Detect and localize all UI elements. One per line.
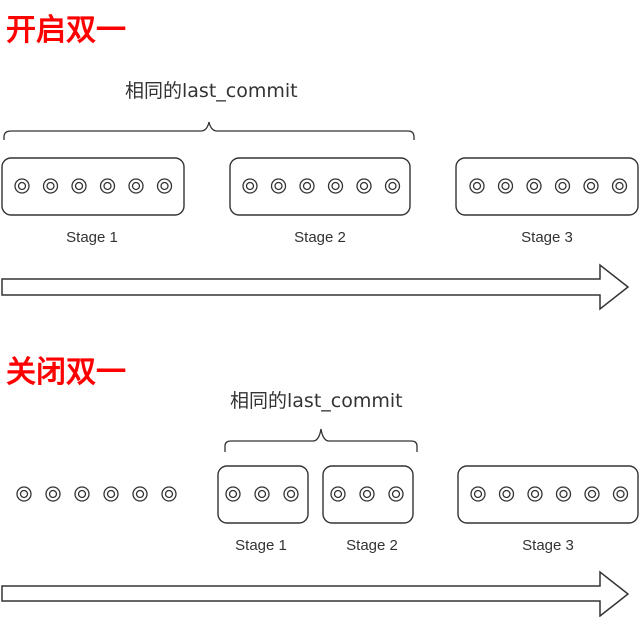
transaction-dot — [583, 178, 599, 194]
transaction-dot — [470, 486, 486, 502]
title-disable-double-one: 关闭双一 — [6, 355, 126, 390]
transaction-dot — [156, 178, 173, 194]
transaction-dot — [16, 486, 32, 502]
transaction-dot — [99, 178, 116, 194]
transaction-dot — [71, 178, 87, 194]
transaction-dot — [283, 486, 299, 502]
transaction-dot — [42, 178, 59, 194]
transaction-dot — [330, 486, 346, 502]
transaction-dot — [74, 486, 90, 502]
transaction-dot — [469, 178, 485, 194]
transaction-dot — [242, 178, 258, 194]
transaction-dot — [554, 178, 571, 194]
transaction-dot — [45, 486, 61, 502]
transaction-dot — [526, 178, 542, 194]
transaction-dot — [103, 486, 119, 502]
transaction-dot — [356, 178, 372, 194]
transaction-dot — [612, 486, 629, 502]
brace-label-top: 相同的last_commit — [125, 80, 298, 102]
stage-box-bottom-1 — [217, 465, 309, 524]
transaction-dot — [384, 178, 401, 194]
timeline-arrow-bottom — [1, 570, 630, 617]
transaction-dot — [270, 178, 287, 194]
brace-bottom — [224, 428, 418, 452]
transaction-dot — [584, 486, 600, 502]
transaction-dot — [14, 178, 30, 194]
stage-label-bottom-2: Stage 2 — [346, 537, 398, 554]
stage-box-bottom-2 — [322, 465, 414, 524]
stage-label-bottom-1: Stage 1 — [235, 537, 287, 554]
transaction-dot — [497, 178, 514, 194]
stage-box-top-2 — [229, 157, 411, 216]
stage-box-top-3 — [455, 157, 639, 216]
transaction-dot — [611, 178, 628, 194]
stage-label-top-1: Stage 1 — [66, 229, 118, 246]
transaction-dot — [327, 178, 344, 194]
stage-label-top-3: Stage 3 — [521, 229, 573, 246]
stage-box-top-1 — [1, 157, 185, 216]
transaction-dot — [359, 486, 375, 502]
unboxed-transactions — [16, 486, 177, 502]
transaction-dot — [128, 178, 144, 194]
transaction-dot — [527, 486, 543, 502]
stage-label-bottom-3: Stage 3 — [522, 537, 574, 554]
transaction-dot — [161, 486, 177, 502]
brace-top — [3, 121, 415, 140]
brace-label-bottom: 相同的last_commit — [230, 390, 403, 412]
transaction-dot — [225, 486, 241, 502]
stage-box-bottom-3 — [457, 465, 639, 524]
transaction-dot — [299, 178, 315, 194]
title-enable-double-one: 开启双一 — [6, 13, 126, 48]
timeline-arrow-top — [1, 263, 630, 311]
transaction-dot — [132, 486, 148, 502]
transaction-dot — [254, 486, 270, 502]
transaction-dot — [498, 486, 515, 502]
stage-label-top-2: Stage 2 — [294, 229, 346, 246]
transaction-dot — [555, 486, 572, 502]
transaction-dot — [388, 486, 404, 502]
